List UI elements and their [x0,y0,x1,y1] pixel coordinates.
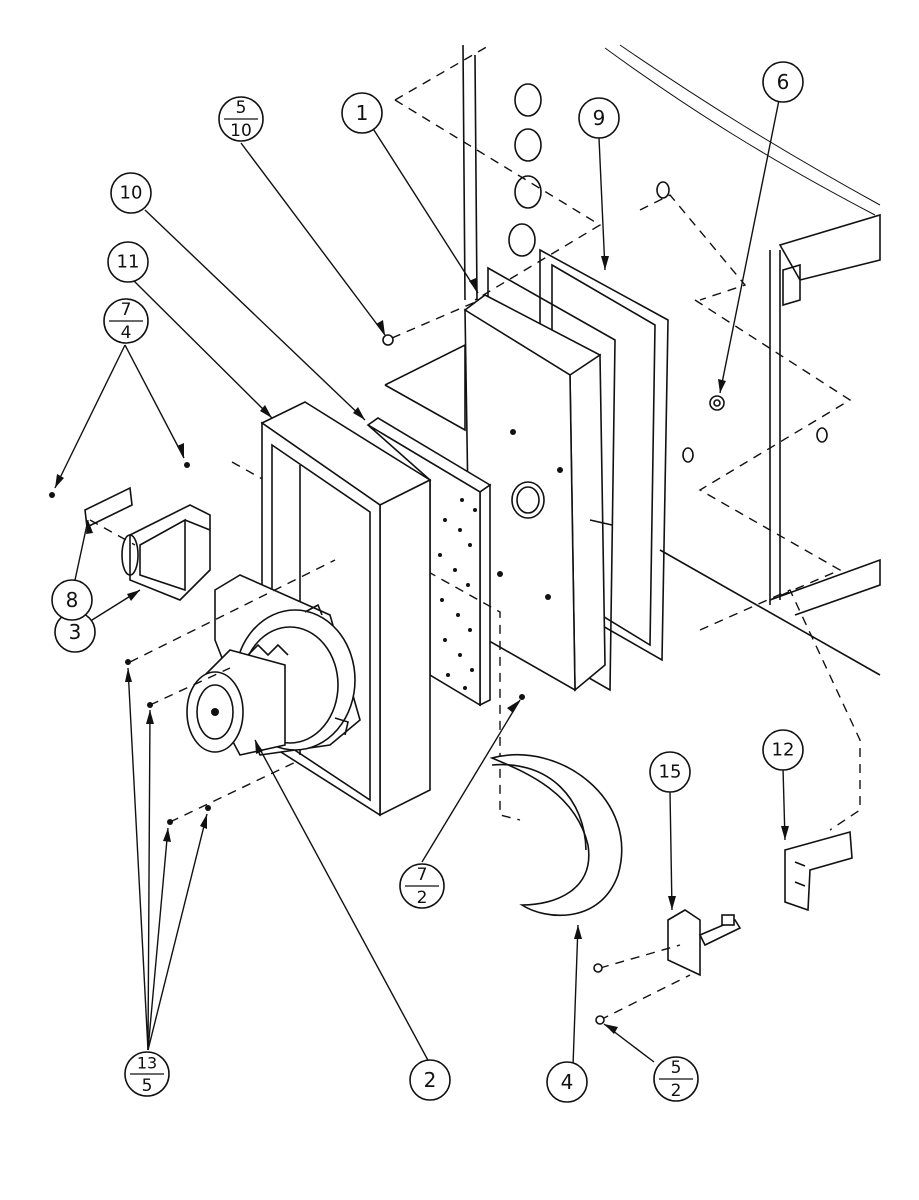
callout-9: 9 [578,97,620,139]
limit-switch-part-15 [599,909,742,1021]
mounting-plate-part-1 [463,294,613,692]
callout-10-number: 10 [120,183,143,204]
callout-4-number: 4 [561,1070,574,1094]
flue-collar-part-4 [489,753,623,917]
callout-2: 2 [409,1059,451,1101]
callout-8-number: 8 [66,588,79,612]
callout-11-number: 11 [117,252,140,273]
callout-13-over-5-bottom: 5 [142,1076,153,1096]
callout-8: 8 [51,579,93,621]
callout-11: 11 [107,241,149,283]
bracket-part-8 [84,486,136,546]
callout-7-over-2-top: 7 [417,865,428,885]
callout-7-over-2: 7 2 [399,863,445,909]
callout-15-number: 15 [659,762,682,783]
callout-5-over-2-bottom: 2 [671,1081,682,1101]
insulation-board-part-10 [366,417,492,707]
callout-10: 10 [110,172,152,214]
callout-5-over-10-top: 5 [236,98,247,118]
callout-5-over-10: 5 10 [218,96,264,142]
callout-13-over-5-top: 13 [137,1054,157,1073]
callout-15: 15 [649,751,691,793]
leader-lines [54,99,786,1067]
callout-1: 1 [341,92,383,134]
callout-12-number: 12 [772,740,795,761]
callout-2-number: 2 [424,1068,437,1092]
callout-7-over-2-bottom: 2 [417,888,428,908]
callout-7-over-4-bottom: 4 [121,323,132,343]
callout-4: 4 [546,1061,588,1103]
assembly-lines [129,299,481,823]
callout-3: 3 [54,611,96,653]
callout-1-number: 1 [356,101,369,125]
inducer-motor-part-2 [186,574,361,756]
callout-6-number: 6 [777,70,790,94]
callout-3-number: 3 [69,620,82,644]
callout-13-over-5: 13 5 [124,1051,170,1097]
callout-5-over-2-top: 5 [671,1058,682,1078]
callout-5-over-2: 5 2 [653,1056,699,1102]
screws [49,334,725,1025]
callout-9-number: 9 [593,106,606,130]
transformer-part-3 [121,504,211,601]
callout-7-over-4: 7 4 [103,298,149,344]
cabinet-housing [384,44,881,831]
perforation-pattern [438,498,477,690]
callout-7-over-4-top: 7 [121,300,132,320]
callout-6: 6 [762,61,804,103]
arrowheads [55,256,789,1034]
callout-12: 12 [762,729,804,771]
callout-5-over-10-bottom: 10 [230,121,252,141]
bracket-part-12 [784,830,853,912]
